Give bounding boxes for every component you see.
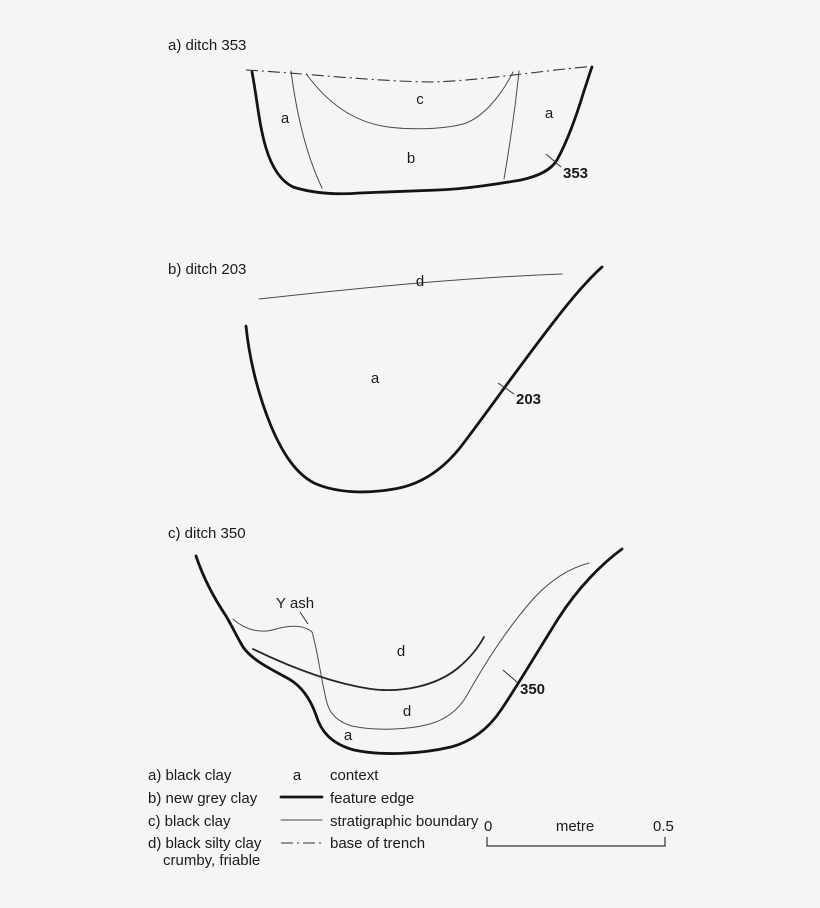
context-label-d-upper: d bbox=[397, 643, 405, 660]
context-label-a-left: a bbox=[281, 110, 290, 127]
legend-feature-edge-meaning: feature edge bbox=[330, 790, 414, 807]
legend-material-d: d) black silty clay bbox=[148, 835, 262, 852]
feature-number-350: 350 bbox=[520, 681, 545, 698]
legend-material-b: b) new grey clay bbox=[148, 790, 258, 807]
context-label-a-203: a bbox=[371, 370, 380, 387]
section-c-title: c) ditch 350 bbox=[168, 525, 246, 542]
context-label-a-right: a bbox=[545, 105, 554, 122]
inner-fill-boundary-350 bbox=[232, 562, 590, 730]
context-label-d-lower: d bbox=[403, 703, 411, 720]
scale-unit-label: metre bbox=[556, 818, 594, 835]
stratigraphic-boundary-c-lens-353 bbox=[306, 71, 514, 130]
legend-material-d-sublabel: crumby, friable bbox=[163, 852, 260, 869]
feature-350-leader-line bbox=[502, 669, 519, 684]
y-ash-label: Y ash bbox=[276, 595, 314, 612]
legend-material-a: a) black clay bbox=[148, 767, 232, 784]
stratigraphic-boundary-right-353 bbox=[503, 70, 520, 180]
section-a-ditch-353: a) ditch 353 a c a b 353 bbox=[168, 37, 597, 196]
feature-353-leader-line bbox=[545, 153, 562, 168]
feature-number-353: 353 bbox=[563, 165, 588, 182]
feature-number-203: 203 bbox=[516, 391, 541, 408]
feature-edge-path-350 bbox=[194, 547, 624, 755]
stratigraphic-boundary-d-203 bbox=[258, 273, 563, 300]
base-of-trench-line-353 bbox=[245, 65, 597, 83]
context-label-c: c bbox=[416, 91, 424, 108]
scale-end-label: 0.5 bbox=[653, 818, 674, 835]
legend-base-of-trench-meaning: base of trench bbox=[330, 835, 425, 852]
legend-context-sample: a bbox=[293, 767, 302, 784]
upper-d-boundary-350 bbox=[252, 636, 485, 691]
feature-203-leader-line bbox=[497, 382, 515, 395]
scale-zero-label: 0 bbox=[484, 818, 492, 835]
y-ash-arrow bbox=[299, 611, 309, 625]
context-label-d-203: d bbox=[416, 273, 424, 290]
stratigraphic-boundary-left-353 bbox=[290, 70, 323, 189]
legend-material-c: c) black clay bbox=[148, 813, 231, 830]
scale-bar bbox=[486, 837, 666, 847]
context-label-b: b bbox=[407, 150, 415, 167]
section-b-ditch-203: b) ditch 203 d a 203 bbox=[168, 261, 604, 494]
legend-strat-boundary-meaning: stratigraphic boundary bbox=[330, 813, 479, 830]
legend-context-meaning: context bbox=[330, 767, 379, 784]
section-c-ditch-350: c) ditch 350 Y ash d d a 350 bbox=[168, 525, 624, 755]
feature-edge-path-203 bbox=[244, 265, 604, 494]
context-label-a-350: a bbox=[344, 727, 353, 744]
feature-edge-path-353 bbox=[250, 65, 594, 196]
section-a-title: a) ditch 353 bbox=[168, 37, 246, 54]
legend: a) black clay b) new grey clay c) black … bbox=[148, 767, 674, 869]
section-b-title: b) ditch 203 bbox=[168, 261, 246, 278]
